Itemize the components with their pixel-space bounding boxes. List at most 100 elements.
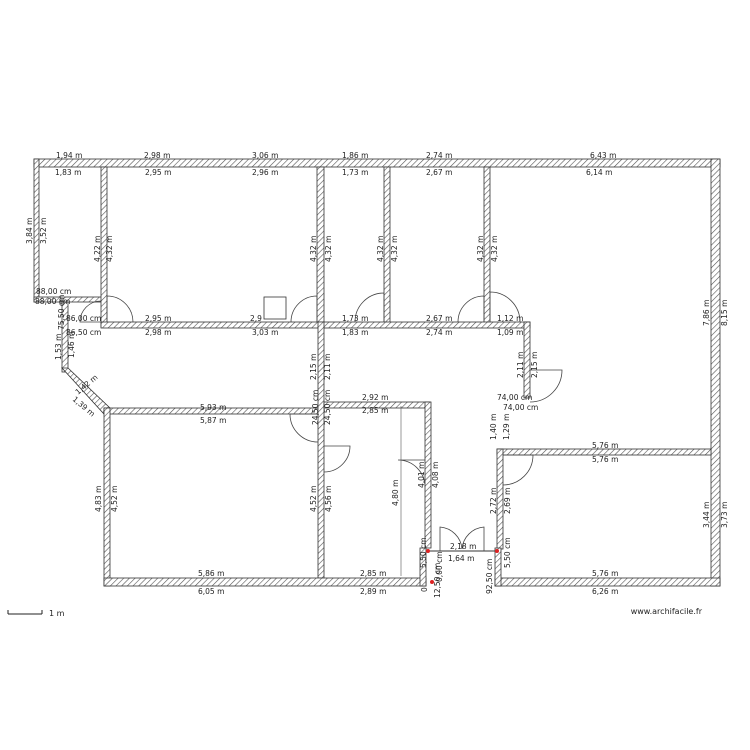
dim-label: 1,40 m bbox=[489, 414, 498, 440]
dim-label: 86,00 cm bbox=[66, 314, 101, 323]
dim-label: 2,74 m bbox=[426, 328, 452, 337]
door-11 bbox=[502, 454, 534, 486]
dim-label: 2,85 m bbox=[360, 569, 386, 578]
dim-label: 4,22 m bbox=[93, 236, 102, 262]
dim-label: 2,74 m bbox=[426, 151, 452, 160]
marker bbox=[495, 549, 499, 553]
dim-label: 0 bbox=[420, 587, 429, 592]
dim-label: 5,50 cm bbox=[503, 537, 512, 568]
dim-label: 6,26 m bbox=[592, 587, 618, 596]
wall-entry-left bbox=[419, 547, 427, 587]
dim-label: 4,32 m bbox=[490, 236, 499, 262]
marker bbox=[426, 549, 430, 553]
door-entry-left bbox=[439, 526, 463, 551]
dim-label: 5,76 m bbox=[592, 455, 618, 464]
entry-markers bbox=[426, 549, 499, 584]
door-8 bbox=[289, 413, 319, 443]
dim-label: 5,76 m bbox=[592, 569, 618, 578]
dim-label: 6,43 m bbox=[590, 151, 616, 160]
dim-label: 2,18 m bbox=[450, 542, 476, 551]
scale-label: 1 m bbox=[49, 609, 65, 618]
dim-label: 5,86 m bbox=[198, 569, 224, 578]
door-1 bbox=[106, 295, 134, 323]
dim-label: 4,08 m bbox=[431, 462, 440, 488]
dim-label: 24,50 cm bbox=[311, 390, 320, 425]
dim-label: 1,09 m bbox=[497, 328, 523, 337]
dim-label: 1,73 m bbox=[342, 314, 368, 323]
dim-label: 2,67 m bbox=[426, 314, 452, 323]
fixture-box bbox=[263, 296, 287, 320]
walls bbox=[33, 158, 721, 587]
dim-label: 5,93 m bbox=[200, 403, 226, 412]
dim-label: 6,05 m bbox=[198, 587, 224, 596]
dim-label: 1,94 m bbox=[56, 151, 82, 160]
dim-label: 2,72 m bbox=[489, 488, 498, 514]
dim-label: 5,50 cm bbox=[419, 537, 428, 568]
dim-label: 88,00 cm bbox=[36, 287, 71, 296]
dim-label: 5,76 m bbox=[592, 441, 618, 450]
dim-label: 92,50 cm bbox=[485, 559, 494, 594]
dim-label: 2,67 m bbox=[426, 168, 452, 177]
dim-label: 4,32 m bbox=[105, 236, 114, 262]
dim-label: 3,44 m bbox=[702, 502, 711, 528]
dim-label: 1,29 m bbox=[502, 414, 511, 440]
dim-label: 4,52 m bbox=[309, 486, 318, 512]
wall-entry-right bbox=[494, 547, 502, 587]
marker bbox=[430, 580, 434, 584]
dim-label: 4,32 m bbox=[476, 236, 485, 262]
dimension-labels: 1,94 m 2,98 m 3,06 m 1,86 m 2,74 m 6,43 … bbox=[25, 151, 729, 598]
dim-label: 0,00 cm bbox=[435, 551, 444, 582]
door-9 bbox=[323, 445, 351, 473]
wall-partition-2 bbox=[316, 166, 325, 328]
door-entry-right bbox=[461, 526, 485, 551]
dim-label: 2,92 m bbox=[362, 393, 388, 402]
wall-right bbox=[710, 158, 721, 587]
dim-label: 2,85 m bbox=[362, 406, 388, 415]
door-5 bbox=[457, 295, 485, 323]
dim-label: 1,53 m bbox=[54, 334, 63, 360]
dim-label: 4,83 m bbox=[94, 486, 103, 512]
dim-label: 24,50 cm bbox=[323, 390, 332, 425]
dim-label: 7,86 m bbox=[702, 300, 711, 326]
dim-label: 75,50 cm bbox=[57, 295, 66, 330]
dim-label: 6,14 m bbox=[586, 168, 612, 177]
dim-label: 1,86 m bbox=[342, 151, 368, 160]
dim-label: 2,69 m bbox=[503, 488, 512, 514]
dim-label: 1,83 m bbox=[342, 328, 368, 337]
dim-label: 5,87 m bbox=[200, 416, 226, 425]
wall-top bbox=[33, 158, 721, 168]
dim-label: 74,00 cm bbox=[503, 403, 538, 412]
dim-label: 2,98 m bbox=[144, 151, 170, 160]
dim-label: 8,15 m bbox=[720, 300, 729, 326]
dim-label: 1,64 m bbox=[448, 554, 474, 563]
wall-corridor-left bbox=[61, 301, 69, 373]
dim-label: 3,84 m bbox=[25, 218, 34, 244]
dim-label: 3,73 m bbox=[720, 502, 729, 528]
dim-label: 2,11 m bbox=[516, 352, 525, 378]
door-2 bbox=[79, 300, 102, 323]
dim-label: 4,32 m bbox=[309, 236, 318, 262]
doors bbox=[79, 291, 563, 576]
dim-label: 4,32 m bbox=[324, 236, 333, 262]
credit-link[interactable]: www.archifacile.fr bbox=[630, 607, 702, 616]
dim-label: 4,52 m bbox=[110, 486, 119, 512]
dim-label: 2,11 m bbox=[323, 354, 332, 380]
dim-label: 74,00 cm bbox=[497, 393, 532, 402]
dim-label: 2,98 m bbox=[145, 328, 171, 337]
dim-label: 4,32 m bbox=[376, 236, 385, 262]
dim-label: 3,06 m bbox=[252, 151, 278, 160]
dim-label: 2,95 m bbox=[145, 168, 171, 177]
door-3 bbox=[290, 295, 318, 323]
door-4 bbox=[354, 292, 385, 323]
dim-label: 4,01 m bbox=[417, 462, 426, 488]
dim-label: 2,96 m bbox=[252, 168, 278, 177]
scale-bar bbox=[7, 610, 43, 615]
dim-label: 2,15 m bbox=[530, 352, 539, 378]
door-7 bbox=[529, 369, 563, 403]
wall-bath-right bbox=[424, 401, 432, 549]
dim-label: 4,56 m bbox=[324, 486, 333, 512]
dim-label: 2,9 bbox=[250, 314, 262, 323]
dim-label: 1,73 m bbox=[342, 168, 368, 177]
door-10 bbox=[397, 459, 426, 488]
